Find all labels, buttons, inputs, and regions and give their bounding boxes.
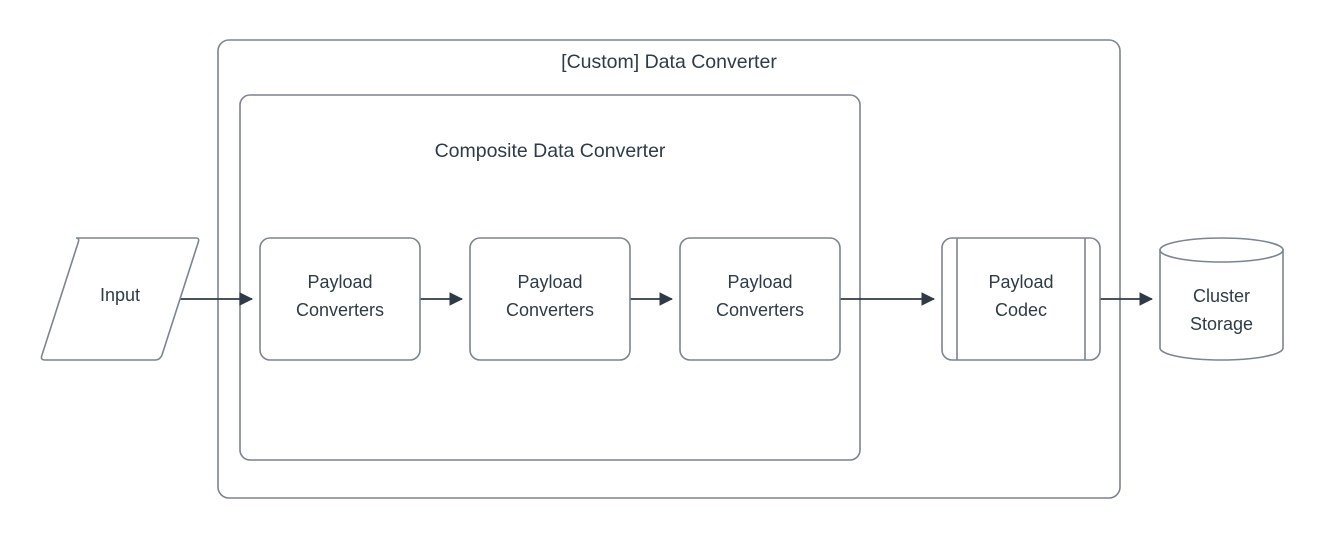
payload-converters-2-box bbox=[469, 237, 631, 361]
payload-converters-3-label-line1: Payload bbox=[727, 272, 792, 292]
payload-converters-3-label-line2: Converters bbox=[716, 300, 804, 320]
custom-data-converter-label: [Custom] Data Converter bbox=[561, 51, 777, 73]
cluster-storage-label-line2: Storage bbox=[1190, 314, 1253, 334]
payload-converters-2-label-line1: Payload bbox=[517, 272, 582, 292]
payload-converters-1-box bbox=[259, 237, 421, 361]
input-label: Input bbox=[100, 285, 140, 305]
payload-converters-1-label-line1: Payload bbox=[307, 272, 372, 292]
cluster-storage-cylinder-top bbox=[1159, 237, 1284, 263]
payload-codec-box bbox=[941, 237, 1101, 361]
node-payload-converters-3[interactable]: Payload Converters bbox=[679, 237, 841, 361]
node-payload-converters-2[interactable]: Payload Converters bbox=[469, 237, 631, 361]
payload-codec-label-line2: Codec bbox=[995, 300, 1047, 320]
node-payload-codec[interactable]: Payload Codec bbox=[941, 237, 1101, 361]
payload-converters-1-label-line2: Converters bbox=[296, 300, 384, 320]
payload-codec-label-line1: Payload bbox=[988, 272, 1053, 292]
node-cluster-storage[interactable]: Cluster Storage bbox=[1159, 237, 1284, 361]
node-input[interactable]: Input bbox=[40, 237, 200, 361]
input-parallelogram-shape bbox=[40, 237, 200, 361]
composite-data-converter-label: Composite Data Converter bbox=[435, 140, 666, 162]
cluster-storage-cylinder-body bbox=[1159, 249, 1284, 361]
payload-converters-2-label-line2: Converters bbox=[506, 300, 594, 320]
cluster-storage-label-line1: Cluster bbox=[1193, 286, 1250, 306]
payload-converters-3-box bbox=[679, 237, 841, 361]
node-payload-converters-1[interactable]: Payload Converters bbox=[259, 237, 421, 361]
